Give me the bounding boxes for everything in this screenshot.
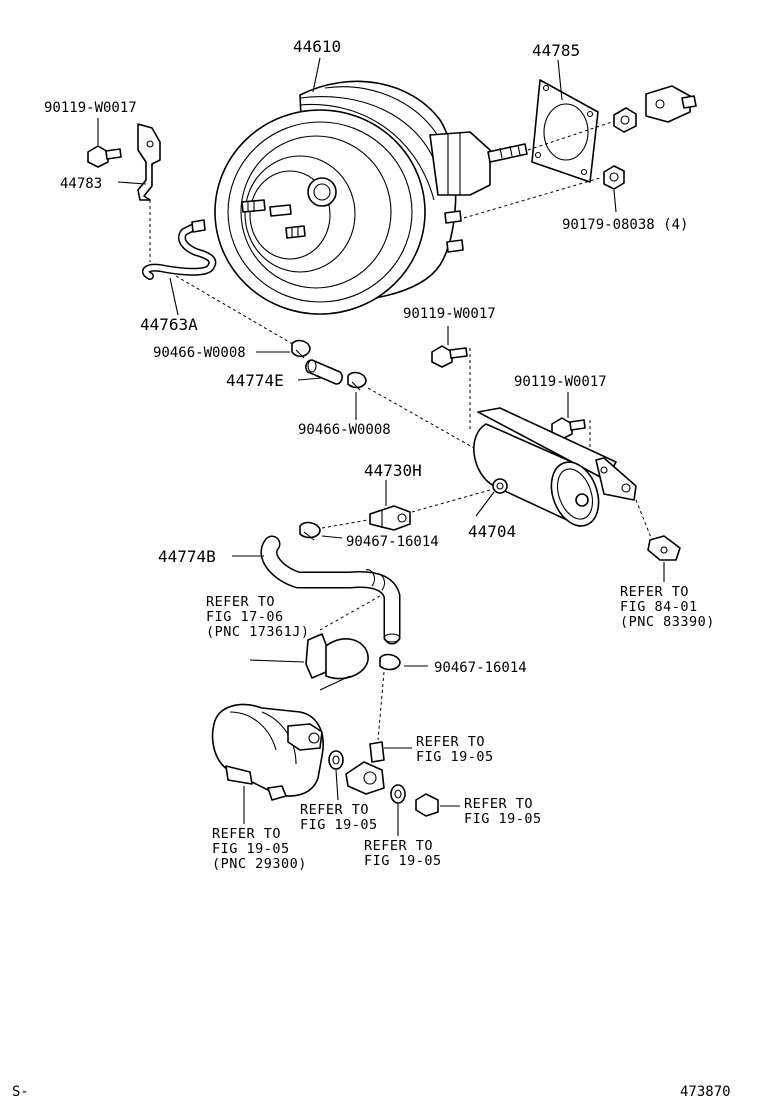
label-44774E: 44774E	[226, 371, 284, 390]
brake-booster-44610	[214, 57, 528, 315]
svg-text:REFER TO: REFER TO	[212, 826, 281, 842]
tube-44763A	[141, 219, 217, 316]
svg-text:(PNC 29300): (PNC 29300)	[212, 856, 307, 872]
vacuum-tank-44704	[473, 407, 637, 527]
label-44774B: 44774B	[158, 547, 216, 566]
label-90119-mid: 90119-W0017	[403, 306, 496, 322]
union-fitting	[345, 741, 412, 795]
hose-44774E	[297, 359, 343, 385]
label-90466-b: 90466-W0008	[298, 422, 391, 438]
intake-fitting	[249, 633, 369, 691]
label-44785: 44785	[532, 41, 580, 60]
label-44763A: 44763A	[140, 315, 198, 334]
ref-fig-19-d: REFER TO FIG 19-05	[464, 796, 542, 827]
svg-text:FIG 17-06: FIG 17-06	[206, 609, 284, 625]
washer-lower	[390, 784, 406, 836]
ref-fig-19-pump: REFER TO FIG 19-05 (PNC 29300)	[212, 826, 307, 872]
ref-fig-84: REFER TO FIG 84-01 (PNC 83390)	[620, 584, 715, 630]
label-90119-top: 90119-W0017	[44, 100, 137, 116]
svg-text:FIG 84-01: FIG 84-01	[620, 599, 698, 615]
label-44610: 44610	[293, 37, 341, 56]
svg-text:(PNC 83390): (PNC 83390)	[620, 614, 715, 630]
clamp-90466-a	[256, 339, 311, 359]
svg-text:FIG 19-05: FIG 19-05	[300, 817, 378, 833]
bolt-90119-right	[551, 392, 591, 470]
clamp-90466-b	[347, 371, 367, 420]
svg-text:(PNC 17361J): (PNC 17361J)	[206, 624, 310, 640]
svg-text:FIG 19-05: FIG 19-05	[212, 841, 290, 857]
label-90119-right: 90119-W0017	[514, 374, 607, 390]
ref-fig-19-a: REFER TO FIG 19-05	[416, 734, 494, 765]
ref-fig-19-c: REFER TO FIG 19-05	[364, 838, 442, 869]
label-90466-a: 90466-W0008	[153, 345, 246, 361]
washer-left	[328, 750, 344, 801]
footer-right: 473870	[680, 1084, 731, 1100]
svg-text:REFER TO: REFER TO	[206, 594, 275, 610]
bracket-44783	[117, 123, 161, 201]
svg-text:FIG 19-05: FIG 19-05	[364, 853, 442, 869]
svg-text:REFER TO: REFER TO	[620, 584, 689, 600]
footer-left: S-	[12, 1084, 29, 1100]
svg-text:FIG 19-05: FIG 19-05	[464, 811, 542, 827]
bolt-90119-mid	[431, 326, 471, 430]
union-bolt	[415, 793, 460, 817]
sensor-switch	[635, 499, 681, 582]
clevis-and-nut	[527, 85, 697, 151]
check-valve-44730H	[369, 480, 491, 531]
bolt-90119-top	[87, 118, 122, 168]
ref-fig-17: REFER TO FIG 17-06 (PNC 17361J)	[206, 594, 310, 640]
label-90467-a: 90467-16014	[346, 534, 439, 550]
label-44730H: 44730H	[364, 461, 422, 480]
gasket-44785	[531, 59, 599, 183]
clamp-90467-b	[377, 653, 428, 741]
vacuum-pump	[211, 703, 324, 824]
label-90179: 90179-08038 (4)	[562, 217, 688, 233]
ref-fig-19-b: REFER TO FIG 19-05	[300, 802, 378, 833]
label-90467-b: 90467-16014	[434, 660, 527, 676]
svg-text:REFER TO: REFER TO	[416, 734, 485, 750]
svg-text:REFER TO: REFER TO	[300, 802, 369, 818]
label-44783: 44783	[60, 176, 102, 192]
svg-text:REFER TO: REFER TO	[364, 838, 433, 854]
nut-90179	[463, 165, 625, 219]
label-44704: 44704	[468, 522, 516, 541]
svg-text:FIG 19-05: FIG 19-05	[416, 749, 494, 765]
svg-text:REFER TO: REFER TO	[464, 796, 533, 812]
hose-44774B	[232, 535, 401, 645]
clamp-90467-a	[299, 519, 369, 541]
